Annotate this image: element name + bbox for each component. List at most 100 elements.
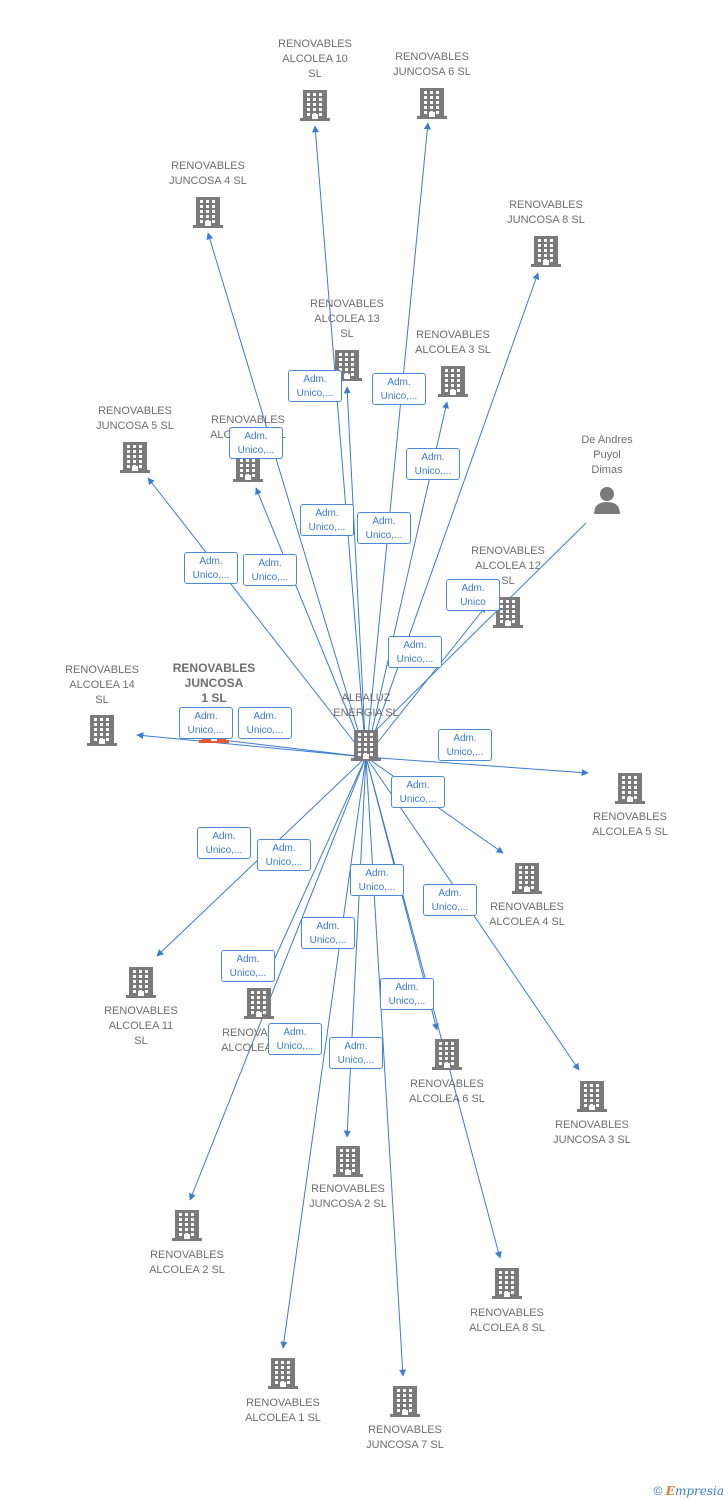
node-n21[interactable]: RENOVABLES ALCOLEA 8 SL	[447, 1266, 567, 1336]
node-n6[interactable]: RENOVABLES ALCOLEA 3 SL	[393, 328, 513, 398]
node-n9[interactable]: De Andres Puyol Dimas	[547, 433, 667, 519]
node-label: RENOVABLES JUNCOSA 6 SL	[393, 51, 471, 78]
center-node[interactable]: ALBALUZ ENERGIA SL	[306, 691, 426, 762]
node-n20[interactable]: RENOVABLES ALCOLEA 2 SL	[127, 1208, 247, 1278]
person-icon	[594, 487, 620, 514]
building-icon	[577, 1081, 607, 1112]
edge-label-e9[interactable]: Adm. Unico,...	[388, 636, 442, 668]
building-icon	[390, 1386, 420, 1417]
edge-label-e7[interactable]: Adm. Unico,...	[184, 552, 238, 584]
edge-label-e10[interactable]: Adm. Unico	[446, 579, 500, 611]
edge-e3	[206, 232, 367, 758]
building-icon	[172, 1210, 202, 1241]
edge-label-e6[interactable]: Adm. Unico,...	[357, 512, 411, 544]
node-n10[interactable]: RENOVABLES ALCOLEA 12 SL	[448, 544, 568, 629]
node-label: RENOVABLES ALCOLEA 11 SL	[104, 1005, 178, 1047]
edge-e20	[189, 756, 367, 1201]
edge-label-e21[interactable]: Adm. Unico,...	[380, 978, 434, 1010]
node-label: RENOVABLES JUNCOSA 2 SL	[309, 1183, 387, 1210]
edge-e11	[136, 732, 367, 758]
building-icon	[268, 1358, 298, 1389]
building-icon	[512, 863, 542, 894]
node-label: RENOVABLES ALCOLEA 10 SL	[278, 38, 352, 80]
node-label: RENOVABLES ALCOLEA 8 SL	[469, 1307, 545, 1334]
node-label: RENOVABLES JUNCOSA 3 SL	[553, 1119, 631, 1146]
node-n19[interactable]: RENOVABLES JUNCOSA 2 SL	[288, 1144, 408, 1212]
edge-label-e8[interactable]: Adm. Unico,...	[243, 554, 297, 586]
node-n18[interactable]: RENOVABLES JUNCOSA 3 SL	[532, 1079, 652, 1148]
edge-label-e19[interactable]: Adm. Unico,...	[301, 917, 355, 949]
building-icon	[244, 988, 274, 1019]
edge-label-e4[interactable]: Adm. Unico,...	[406, 448, 460, 480]
node-n15[interactable]: RENOVABLES ALCOLEA 11 SL	[81, 965, 201, 1049]
edge-label-e13[interactable]: Adm. Unico,...	[438, 729, 492, 761]
edge-label-e14[interactable]: Adm. Unico,...	[391, 776, 445, 808]
building-icon	[615, 773, 645, 804]
node-label: RENOVABLES ALCOLEA 1 SL	[245, 1397, 321, 1424]
node-label: RENOVABLES JUNCOSA 1 SL	[172, 661, 256, 705]
edge-label-e5[interactable]: Adm. Unico,...	[300, 504, 354, 536]
building-icon	[417, 88, 447, 119]
node-n2[interactable]: RENOVABLES JUNCOSA 6 SL	[372, 50, 492, 120]
node-n14[interactable]: RENOVABLES ALCOLEA 4 SL	[467, 861, 587, 930]
node-label: RENOVABLES ALCOLEA 3 SL	[415, 329, 491, 356]
node-label: RENOVABLES ALCOLEA 12 SL	[471, 545, 545, 587]
node-label: RENOVABLES JUNCOSA 8 SL	[507, 199, 585, 226]
edge-e7	[147, 477, 367, 758]
edge-e19	[343, 756, 367, 1138]
edge-label-e23[interactable]: Adm. Unico,...	[329, 1037, 383, 1069]
node-n3[interactable]: RENOVABLES JUNCOSA 4 SL	[148, 159, 268, 229]
edge-label-e3[interactable]: Adm. Unico,...	[229, 427, 283, 459]
edge-label-e22[interactable]: Adm. Unico,...	[268, 1023, 322, 1055]
brand-logo: Empresia	[665, 1484, 724, 1498]
node-n23[interactable]: RENOVABLES JUNCOSA 7 SL	[345, 1384, 465, 1453]
building-icon	[120, 442, 150, 473]
edge-e9	[365, 522, 587, 741]
node-label: RENOVABLES ALCOLEA 13 SL	[310, 298, 384, 340]
node-n22[interactable]: RENOVABLES ALCOLEA 1 SL	[223, 1356, 343, 1426]
edge-e5	[343, 386, 367, 758]
building-icon	[351, 730, 381, 761]
building-icon	[126, 967, 156, 998]
building-icon	[87, 715, 117, 746]
edge-e16	[264, 756, 367, 981]
building-icon	[300, 90, 330, 121]
node-n11[interactable]: RENOVABLES ALCOLEA 14 SL	[42, 663, 162, 747]
edge-label-e11[interactable]: Adm. Unico,...	[179, 707, 233, 739]
node-n7[interactable]: RENOVABLES JUNCOSA 5 SL	[75, 404, 195, 474]
node-label: RENOVABLES ALCOLEA 6 SL	[409, 1078, 485, 1105]
edge-label-e18[interactable]: Adm. Unico,...	[423, 884, 477, 916]
node-n1[interactable]: RENOVABLES ALCOLEA 10 SL	[255, 37, 375, 122]
edge-label-e17[interactable]: Adm. Unico,...	[350, 864, 404, 896]
edge-label-e16[interactable]: Adm. Unico,...	[257, 839, 311, 871]
building-icon	[432, 1039, 462, 1070]
node-n13[interactable]: RENOVABLES ALCOLEA 5 SL	[570, 771, 690, 840]
edge-label-e1[interactable]: Adm. Unico,...	[288, 370, 342, 402]
edge-e23	[365, 756, 407, 1377]
building-icon	[193, 197, 223, 228]
node-n4[interactable]: RENOVABLES JUNCOSA 8 SL	[486, 198, 606, 268]
building-icon	[333, 1146, 363, 1177]
building-icon	[438, 366, 468, 397]
edge-e1	[312, 125, 367, 758]
node-label: RENOVABLES JUNCOSA 5 SL	[96, 405, 174, 432]
copyright-symbol: ©	[653, 1484, 663, 1498]
edge-label-e12[interactable]: Adm. Unico,...	[238, 707, 292, 739]
node-label: RENOVABLES ALCOLEA 2 SL	[149, 1249, 225, 1276]
edge-e8	[255, 487, 367, 758]
edge-e13	[365, 756, 589, 777]
building-icon	[531, 236, 561, 267]
edge-e2	[365, 122, 431, 758]
building-icon	[492, 1268, 522, 1299]
footer-brand[interactable]: © Empresia	[654, 1484, 724, 1498]
node-label: De Andres Puyol Dimas	[581, 434, 633, 476]
node-label: RENOVABLES JUNCOSA 4 SL	[169, 160, 247, 187]
edge-e10	[365, 605, 487, 758]
node-n17[interactable]: RENOVABLES ALCOLEA 6 SL	[387, 1037, 507, 1107]
node-label: ALBALUZ ENERGIA SL	[333, 692, 399, 719]
edge-label-e15[interactable]: Adm. Unico,...	[197, 827, 251, 859]
edge-label-e20[interactable]: Adm. Unico,...	[221, 950, 275, 982]
edge-e4	[365, 272, 540, 758]
edge-label-e2[interactable]: Adm. Unico,...	[372, 373, 426, 405]
